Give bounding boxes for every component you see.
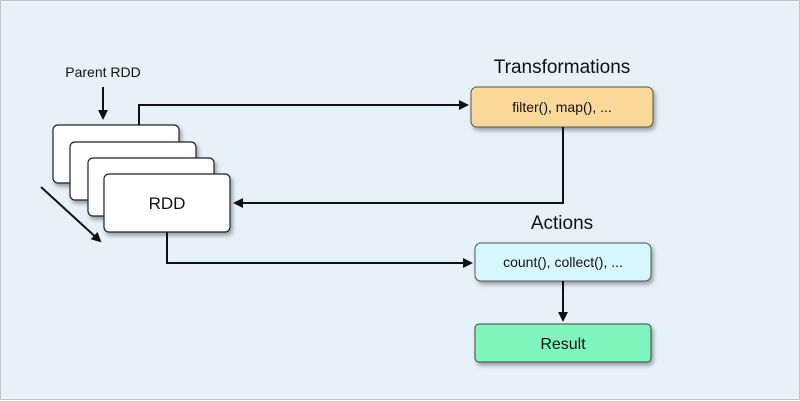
actions-box-label: count(), collect(), ... (503, 254, 623, 270)
transformations-to-rdd-arrow (233, 127, 564, 208)
actions-box: count(), collect(), ... (474, 242, 652, 282)
result-box-label: Result (540, 336, 586, 353)
parent-rdd-label: Parent RDD (65, 64, 140, 80)
transformations-title: Transformations (494, 57, 631, 78)
actions-title: Actions (531, 213, 593, 234)
transformations-box: filter(), map(), ... (470, 86, 654, 128)
result-box: Result (474, 323, 652, 363)
rdd-stack: RDD (52, 124, 231, 233)
rdd-to-transformations-arrow (138, 100, 469, 125)
rdd-to-actions-arrow (166, 232, 473, 268)
lineage-diagonal-arrow (40, 186, 102, 243)
rdd-label: RDD (149, 194, 186, 213)
transformations-box-label: filter(), map(), ... (512, 99, 612, 115)
